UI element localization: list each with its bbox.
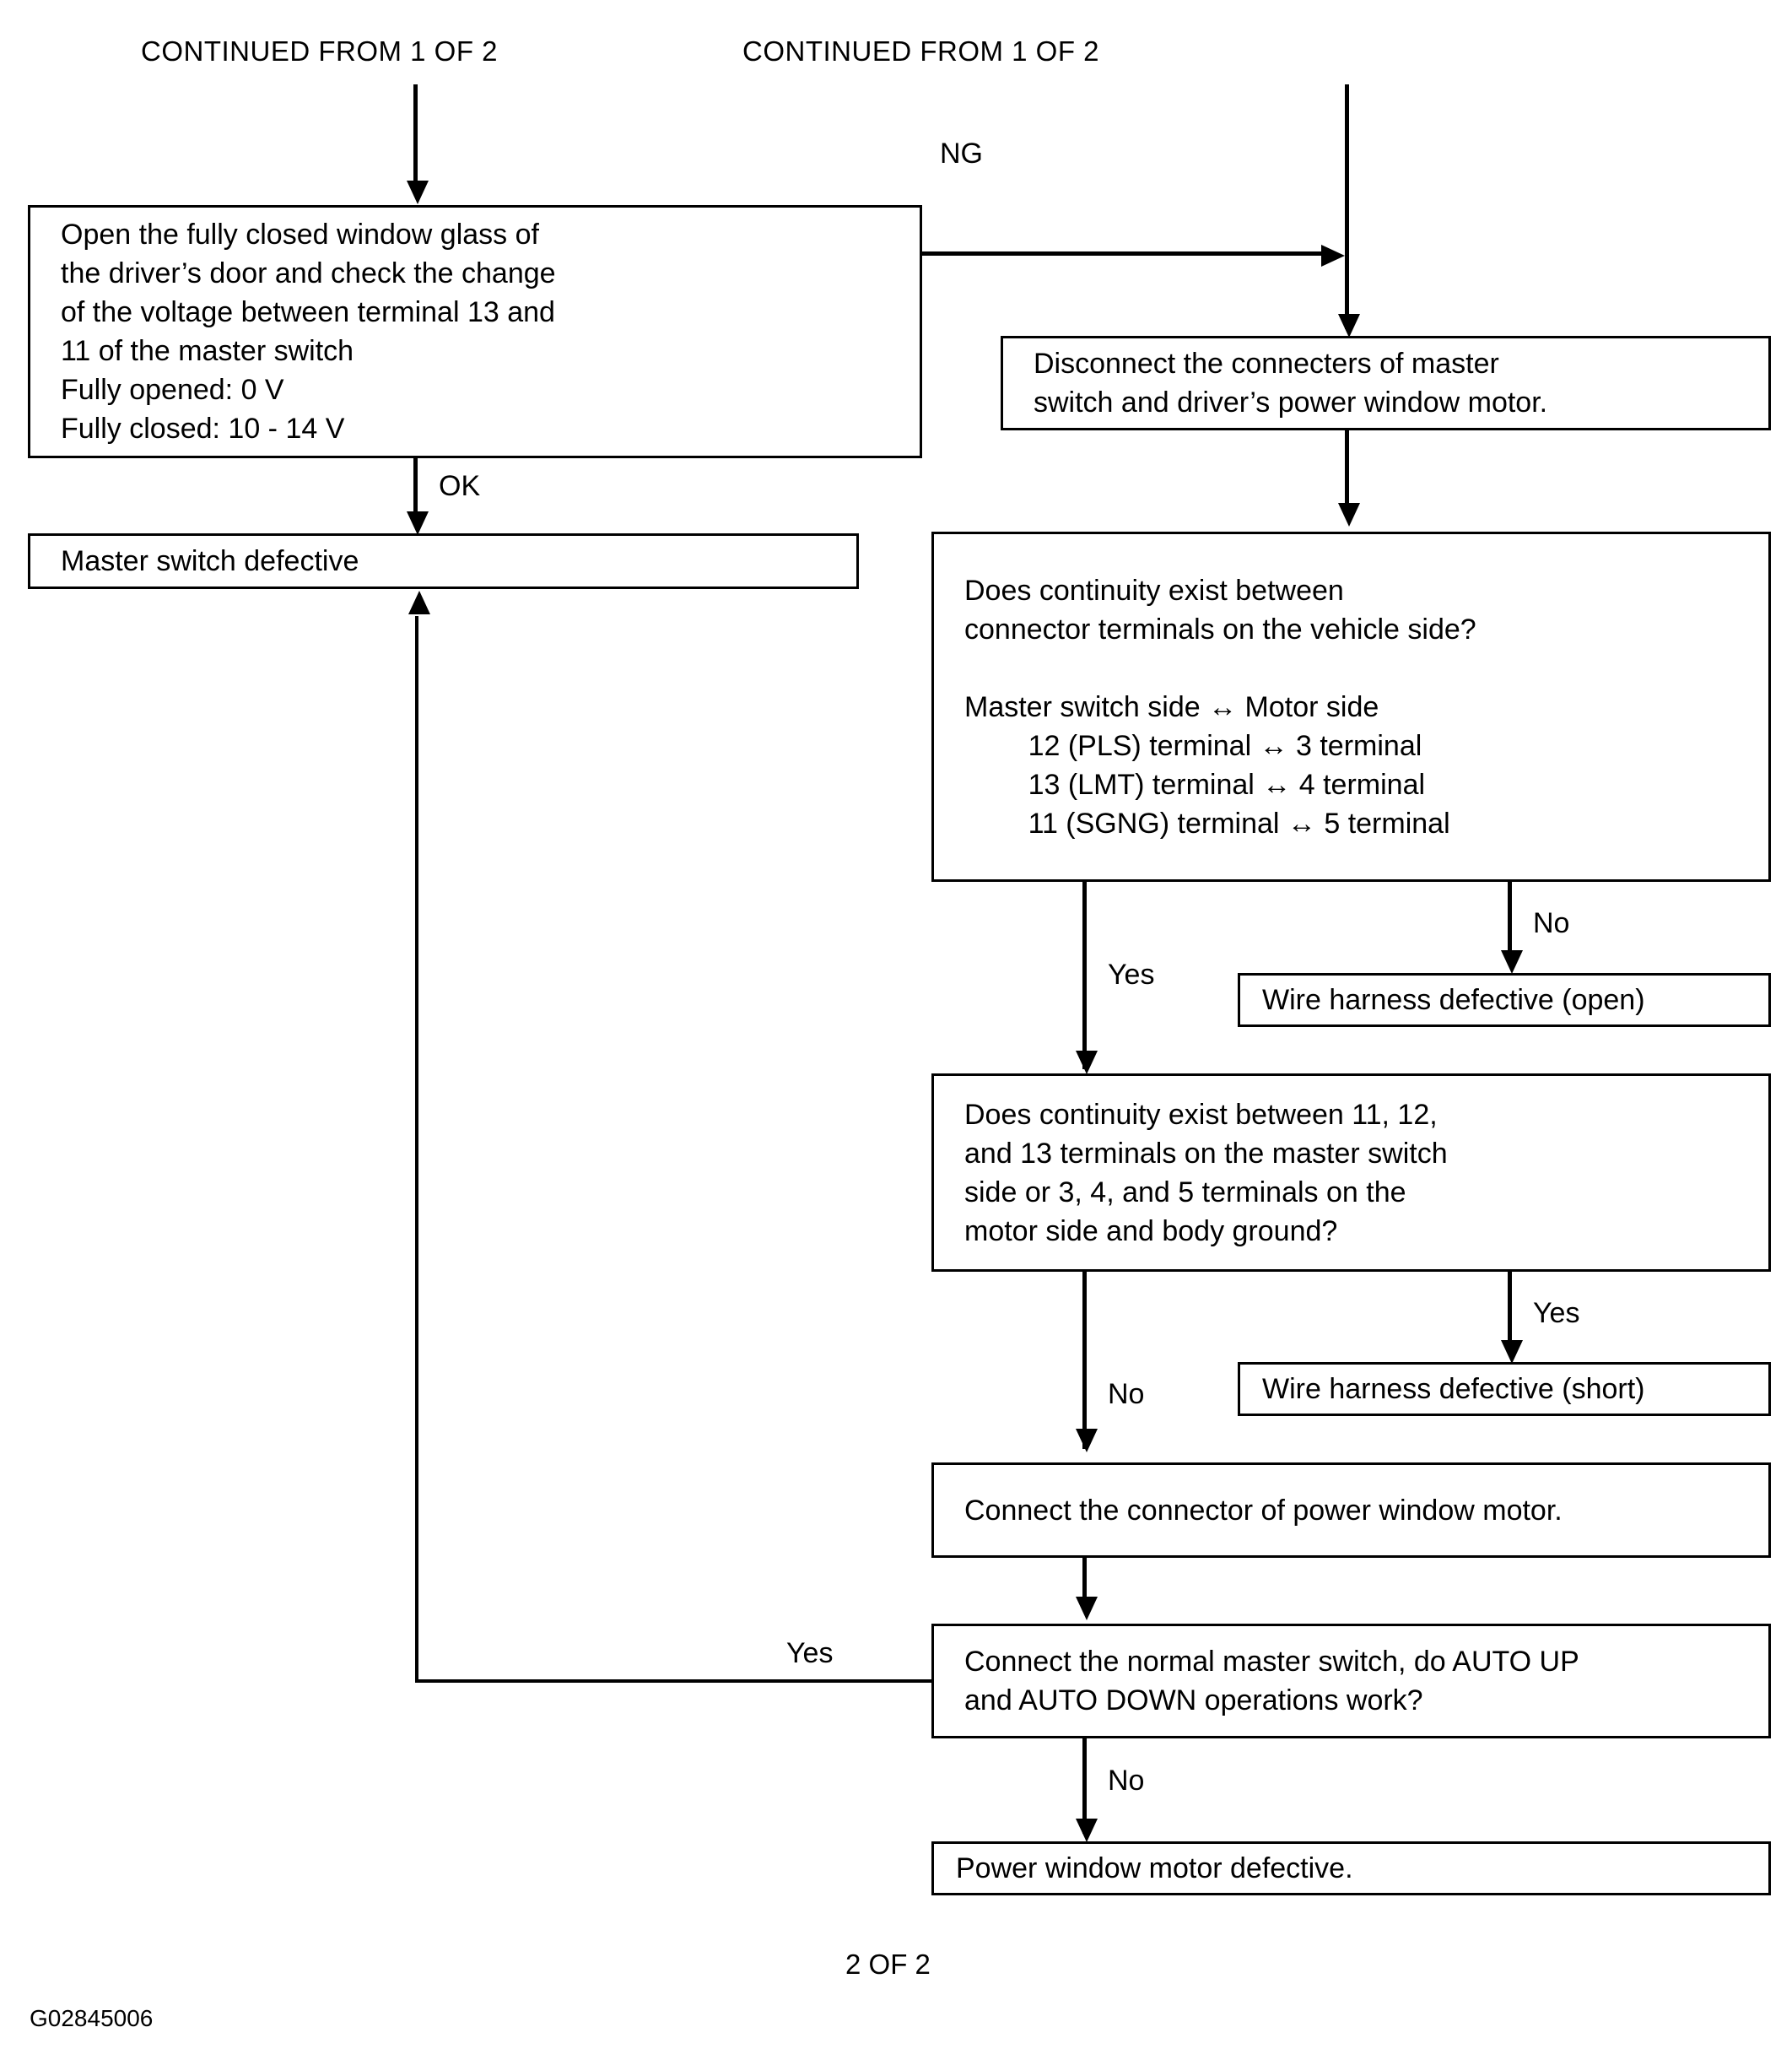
edge-label-no-1: No xyxy=(1533,907,1570,939)
edge-label-no-3: No xyxy=(1108,1765,1145,1797)
connector-header-right-to-disconnect xyxy=(1345,84,1349,329)
node-connect-motor-connector-text: Connect the connector of power window mo… xyxy=(964,1494,1563,1527)
node-wire-harness-short-text: Wire harness defective (short) xyxy=(1262,1373,1645,1405)
edge-no3-line xyxy=(1082,1738,1087,1834)
arrow-no1 xyxy=(1501,950,1523,974)
node-continuity-body-ground-text: Does continuity exist between 11, 12, an… xyxy=(964,1098,1448,1247)
arrow-yes2 xyxy=(1501,1340,1523,1364)
node-continuity-body-ground: Does continuity exist between 11, 12, an… xyxy=(931,1073,1771,1272)
node-master-switch-defective-text: Master switch defective xyxy=(61,545,359,577)
node-continuity-vehicle-side: Does continuity exist between connector … xyxy=(931,532,1771,882)
edge-yes1-line xyxy=(1082,882,1087,1069)
arrow-yes1 xyxy=(1076,1051,1098,1074)
edge-label-ng: NG xyxy=(940,138,983,170)
arrow-no2 xyxy=(1076,1429,1098,1452)
connector-disconnect-to-continuity-vehicle xyxy=(1345,430,1349,506)
connector-header-to-check-voltage xyxy=(413,84,418,184)
edge-yes3-vertical xyxy=(415,616,418,1681)
arrow-yes3-to-master-switch-defective xyxy=(408,591,430,614)
edge-no2-line xyxy=(1082,1272,1087,1449)
arrow-disconnect-to-continuity-vehicle xyxy=(1338,503,1360,527)
arrow-motor-to-normal-switch xyxy=(1076,1597,1098,1620)
arrow-ok xyxy=(407,511,429,535)
edge-ok-line xyxy=(413,458,418,516)
arrow-no3 xyxy=(1076,1819,1098,1842)
node-connect-motor-connector: Connect the connector of power window mo… xyxy=(931,1462,1771,1558)
node-disconnect-connecters-text: Disconnect the connecters of master swit… xyxy=(1034,348,1548,419)
edge-yes3-horizontal xyxy=(415,1679,933,1683)
node-connect-normal-master-switch: Connect the normal master switch, do AUT… xyxy=(931,1624,1771,1738)
node-master-switch-defective: Master switch defective xyxy=(28,533,859,589)
node-check-voltage-text: Open the fully closed window glass of th… xyxy=(61,219,556,445)
edge-label-yes-1: Yes xyxy=(1108,959,1155,991)
node-wire-harness-short: Wire harness defective (short) xyxy=(1238,1362,1771,1416)
footer-figure-code: G02845006 xyxy=(30,2005,154,2031)
node-disconnect-connecters: Disconnect the connecters of master swit… xyxy=(1001,336,1771,430)
node-wire-harness-open-text: Wire harness defective (open) xyxy=(1262,984,1645,1016)
connector-motor-to-normal-switch xyxy=(1082,1558,1087,1603)
header-continued-left: CONTINUED FROM 1 OF 2 xyxy=(141,35,499,67)
arrow-header-to-check-voltage xyxy=(407,181,429,204)
node-power-window-motor-defective-text: Power window motor defective. xyxy=(956,1852,1353,1884)
node-power-window-motor-defective: Power window motor defective. xyxy=(931,1841,1771,1895)
edge-label-no-2: No xyxy=(1108,1378,1145,1410)
edge-no1-line xyxy=(1508,882,1512,962)
node-connect-normal-master-switch-text: Connect the normal master switch, do AUT… xyxy=(964,1646,1579,1716)
node-check-voltage: Open the fully closed window glass of th… xyxy=(28,205,922,458)
edge-ng-line xyxy=(922,251,1327,256)
edge-label-yes-3: Yes xyxy=(786,1637,834,1669)
edge-label-yes-2: Yes xyxy=(1533,1297,1580,1329)
node-wire-harness-open: Wire harness defective (open) xyxy=(1238,973,1771,1027)
edge-label-ok: OK xyxy=(439,470,481,502)
arrow-ng xyxy=(1321,245,1345,267)
edge-yes2-line xyxy=(1508,1272,1512,1352)
arrow-header-right-to-disconnect xyxy=(1338,314,1360,338)
node-continuity-vehicle-side-text: Does continuity exist between connector … xyxy=(964,574,1476,840)
footer-page-label: 2 OF 2 xyxy=(845,1949,931,1980)
header-continued-right: CONTINUED FROM 1 OF 2 xyxy=(742,35,1100,67)
